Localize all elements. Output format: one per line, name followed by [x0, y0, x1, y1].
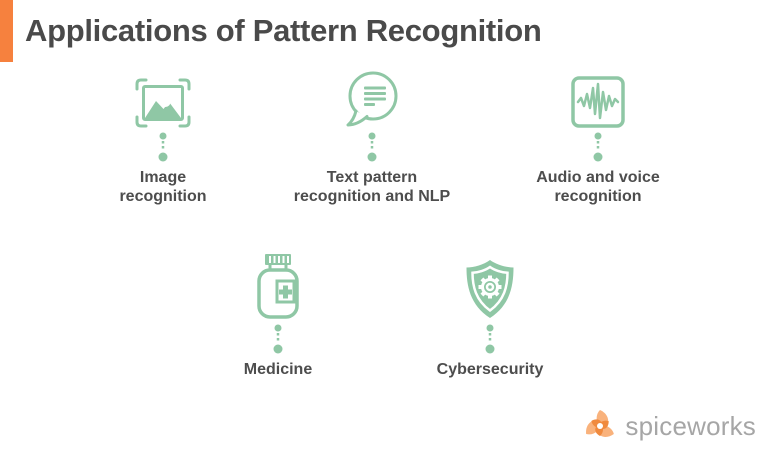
waveform-icon [571, 70, 625, 128]
page-title: Applications of Pattern Recognition [25, 13, 542, 48]
connector-dots [485, 324, 495, 354]
item-audio-voice-recognition: Audio and voice recognition [523, 70, 673, 206]
item-label: Medicine [243, 361, 313, 378]
item-medicine: Medicine [203, 250, 353, 379]
spiceworks-wordmark: spiceworks [625, 410, 756, 441]
connector-dots [158, 132, 168, 162]
item-cybersecurity: Cybersecurity [400, 250, 580, 379]
connector-dots [367, 132, 377, 162]
connector-dots [273, 324, 283, 354]
item-text-pattern-nlp: Text pattern recognition and NLP [282, 70, 462, 206]
shield-gear-icon [463, 250, 517, 320]
item-label: Image recognition [119, 169, 207, 206]
accent-bar [0, 0, 13, 62]
connector-dots [593, 132, 603, 162]
medicine-bottle-icon [253, 250, 303, 320]
item-image-recognition: Image recognition [103, 70, 223, 206]
speech-bubble-icon [342, 70, 402, 128]
spiceworks-logo-icon [586, 410, 615, 437]
item-label: Audio and voice recognition [536, 169, 660, 206]
item-label: Text pattern recognition and NLP [293, 169, 451, 206]
spiceworks-logo: spiceworks [582, 407, 756, 445]
item-label: Cybersecurity [436, 361, 544, 378]
image-recognition-icon [135, 70, 191, 128]
